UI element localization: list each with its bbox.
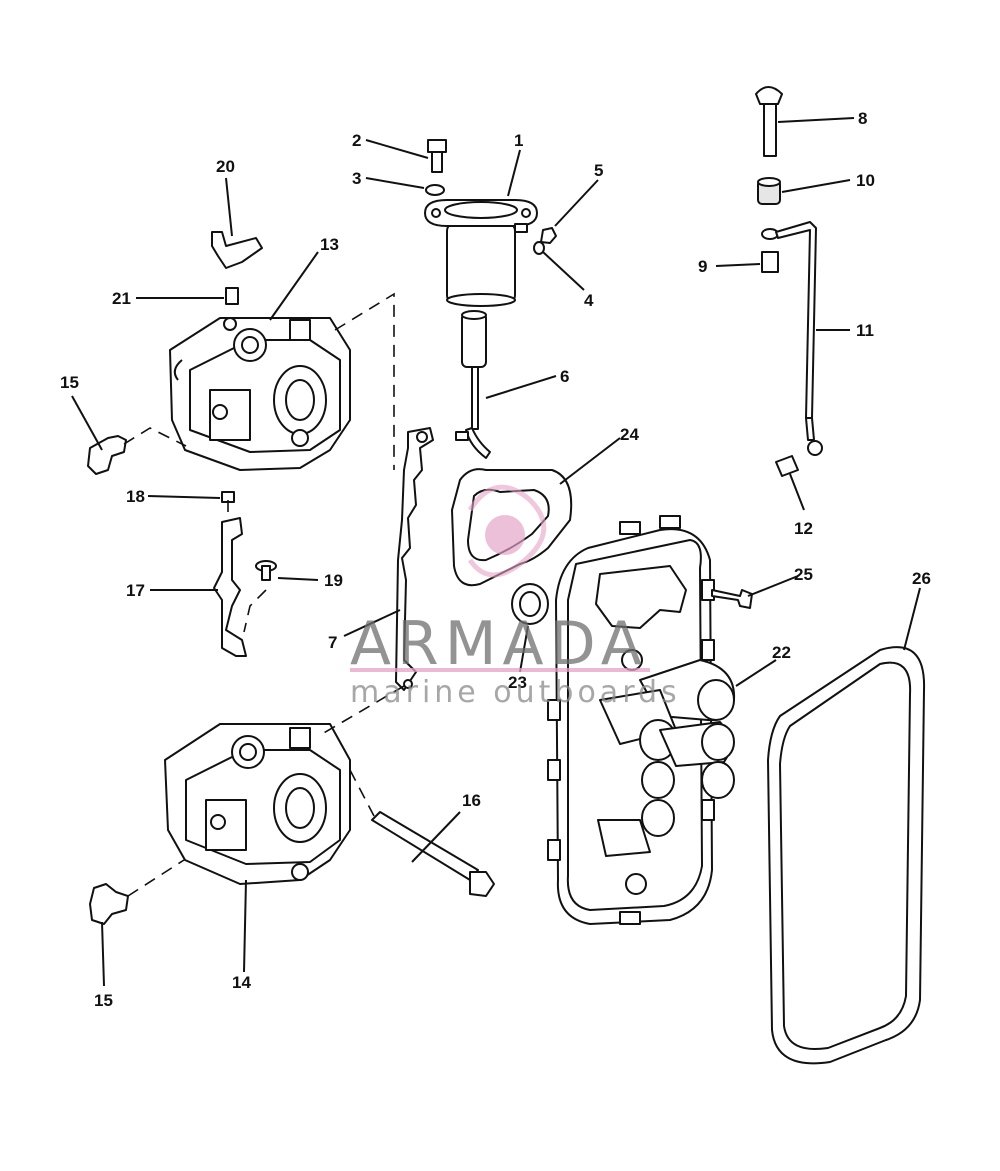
callout-23: 23 (508, 673, 527, 692)
callout-3: 3 (352, 169, 361, 188)
callout-13: 13 (320, 235, 339, 254)
leader-lines (71, 117, 921, 987)
part-grommet-10 (757, 177, 781, 205)
callout-8: 8 (858, 109, 867, 128)
part-manifold-22 (547, 515, 736, 925)
alignment-line (123, 427, 187, 447)
callout-2: 2 (352, 131, 361, 150)
callout-25: 25 (794, 565, 813, 584)
part-washer-3 (425, 184, 445, 196)
part-fitting-15-upper (87, 435, 127, 475)
callout-26: 26 (912, 569, 931, 588)
callout-14: 14 (232, 973, 251, 992)
callout-22: 22 (772, 643, 791, 662)
callout-10: 10 (856, 171, 875, 190)
part-pin-8 (755, 86, 783, 157)
alignment-line (243, 589, 267, 633)
callout-9: 9 (698, 257, 707, 276)
part-link-17 (213, 517, 247, 657)
callout-16: 16 (462, 791, 481, 810)
part-bolt-16 (371, 811, 495, 897)
callout-11: 11 (856, 321, 874, 340)
callout-18: 18 (126, 487, 145, 506)
watermark-logo-icon (467, 484, 547, 578)
alignment-line (349, 769, 375, 817)
part-fitting-15-lower (89, 883, 129, 925)
part-seal-23 (511, 583, 549, 625)
part-screw-21 (225, 287, 239, 305)
callout-7: 7 (328, 633, 337, 652)
part-carburetor-14 (164, 723, 351, 885)
part-screw-25 (711, 589, 753, 609)
callout-5: 5 (594, 161, 603, 180)
part-screw-9 (761, 251, 779, 273)
watermark: ARMADA marine outboards (350, 484, 681, 710)
watermark-underline (350, 668, 650, 672)
callout-1: 1 (514, 131, 523, 150)
callout-15-lower: 15 (94, 991, 113, 1010)
part-strap-11 (761, 221, 823, 456)
alignment-line (321, 685, 405, 735)
part-nut-5 (540, 227, 557, 244)
part-screw-12 (775, 455, 799, 477)
part-carburetor-13 (169, 317, 351, 471)
callout-19: 19 (324, 571, 343, 590)
part-cover-cup (424, 199, 538, 307)
part-screw-19 (255, 560, 277, 581)
callout-24: 24 (620, 425, 639, 444)
callout-6: 6 (560, 367, 569, 386)
part-linkage-7 (395, 427, 434, 691)
callout-12: 12 (794, 519, 813, 538)
callout-4: 4 (584, 291, 594, 310)
part-washer-4 (533, 241, 545, 255)
part-plunger-6 (455, 310, 491, 459)
alignment-line (127, 859, 185, 897)
part-lever-20 (211, 231, 263, 269)
callout-17: 17 (126, 581, 145, 600)
watermark-subtitle: marine outboards (350, 675, 681, 710)
part-gasket-26 (767, 646, 926, 1065)
watermark-title: ARMADA (350, 609, 648, 679)
callout-15-upper: 15 (60, 373, 79, 392)
callout-21: 21 (112, 289, 131, 308)
alignment-line (334, 292, 395, 470)
part-bolt-2 (427, 139, 447, 173)
callout-20: 20 (216, 157, 235, 176)
